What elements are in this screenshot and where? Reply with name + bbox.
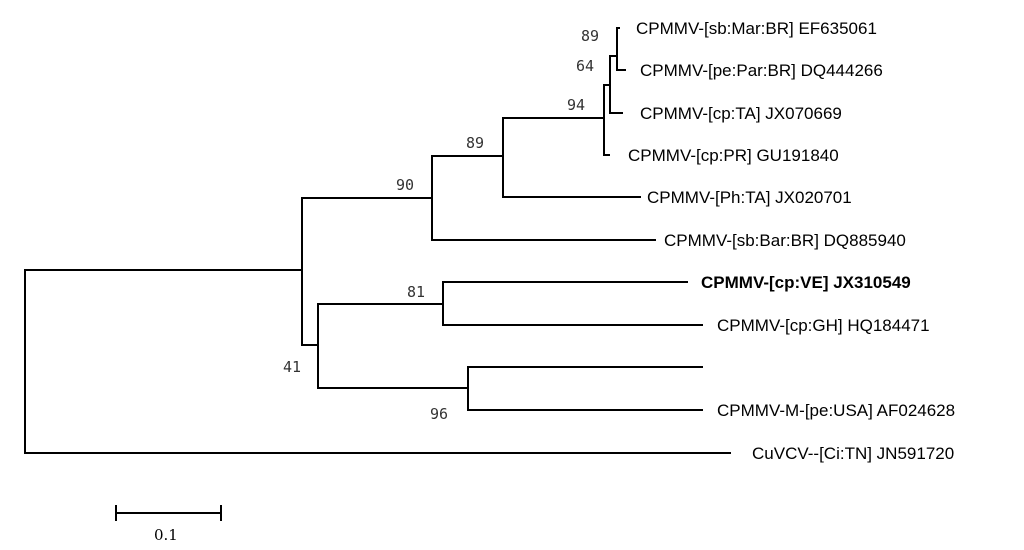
bootstrap-value-c: 89 <box>466 134 484 152</box>
bootstrap-value-sb-mar-pe-par: 89 <box>581 27 599 45</box>
leaf-label-pe-par: CPMMV-[pe:Par:BR] DQ444266 <box>640 61 883 80</box>
leaf-label-sb-mar: CPMMV-[sb:Mar:BR] EF635061 <box>636 19 877 38</box>
leaf-label-cp-ve: CPMMV-[cp:VE] JX310549 <box>701 273 911 292</box>
leaf-label-cuvcv: CuVCV--[Ci:TN] JN591720 <box>752 444 954 463</box>
bootstrap-values: 89 64 94 89 90 81 41 96 <box>283 27 599 423</box>
leaf-label-sb-bar: CPMMV-[sb:Bar:BR] DQ885940 <box>664 231 906 250</box>
bootstrap-value-d: 94 <box>567 96 585 114</box>
bootstrap-value-h: 96 <box>430 405 448 423</box>
leaf-label-pe-usa: CPMMV-M-[pe:USA] AF024628 <box>717 401 955 420</box>
leaf-label-cp-gh: CPMMV-[cp:GH] HQ184471 <box>717 316 930 335</box>
bootstrap-value-e: 64 <box>576 57 594 75</box>
scale-bar: 0.1 <box>115 505 222 544</box>
bootstrap-value-b: 90 <box>396 176 414 194</box>
leaf-label-cp-ta: CPMMV-[cp:TA] JX070669 <box>640 104 842 123</box>
leaf-label-cp-pr: CPMMV-[cp:PR] GU191840 <box>628 146 839 165</box>
tree-branches <box>24 27 731 454</box>
bootstrap-value-a: 41 <box>283 358 301 376</box>
leaf-label-ph-ta: CPMMV-[Ph:TA] JX020701 <box>647 188 852 207</box>
scale-bar-label: 0.1 <box>154 526 178 544</box>
bootstrap-value-g: 81 <box>407 283 425 301</box>
leaf-labels: CPMMV-[sb:Mar:BR] EF635061 CPMMV-[pe:Par… <box>628 19 955 463</box>
